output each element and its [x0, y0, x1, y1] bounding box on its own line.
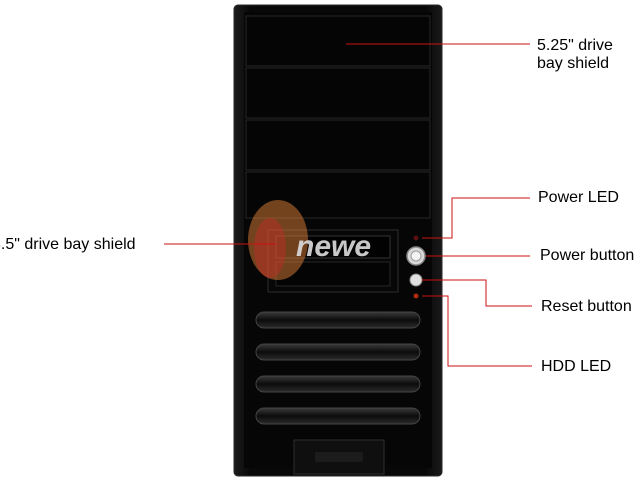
vent-1: [255, 311, 421, 329]
vent-3: [255, 375, 421, 393]
watermark-swoosh-orange: [248, 200, 308, 280]
drive-bay-525-4: [245, 171, 431, 219]
watermark-logo: newe: [248, 200, 371, 280]
drive-bay-35-slot-lower: [275, 261, 391, 287]
reset-button: [409, 273, 423, 287]
label-reset-button: Reset button: [541, 298, 632, 315]
drive-bay-525-2: [245, 67, 431, 119]
vent-2: [255, 343, 421, 361]
leader-reset-button: [422, 279, 532, 307]
drive-bay-525-group: [245, 15, 431, 219]
label-hdd-led: HDD LED: [541, 358, 612, 375]
label-power-button: Power button: [540, 247, 635, 264]
drive-bay-525-1: [245, 15, 431, 67]
leader-lines: [164, 43, 532, 367]
hdd-led: [413, 293, 419, 299]
drive-bay-525-3: [245, 119, 431, 171]
power-button-inner: [410, 250, 422, 262]
watermark-text: newe: [296, 230, 371, 263]
leader-power-led: [422, 197, 530, 239]
vent-4: [255, 407, 421, 425]
watermark-swoosh-red: [254, 218, 286, 278]
vent-group: [255, 311, 421, 425]
drive-bay-35-slot: [275, 235, 391, 259]
label-drive-525-line2: bay shield: [537, 55, 610, 72]
label-drive-525-line1: 5.25" drive: [537, 37, 613, 54]
leader-hdd-led: [422, 295, 532, 367]
label-power-led: Power LED: [538, 189, 619, 206]
power-led: [413, 235, 419, 241]
label-drive-35: 3.5" drive bay shield: [0, 236, 136, 253]
brand-plate-emblem: [315, 452, 363, 462]
